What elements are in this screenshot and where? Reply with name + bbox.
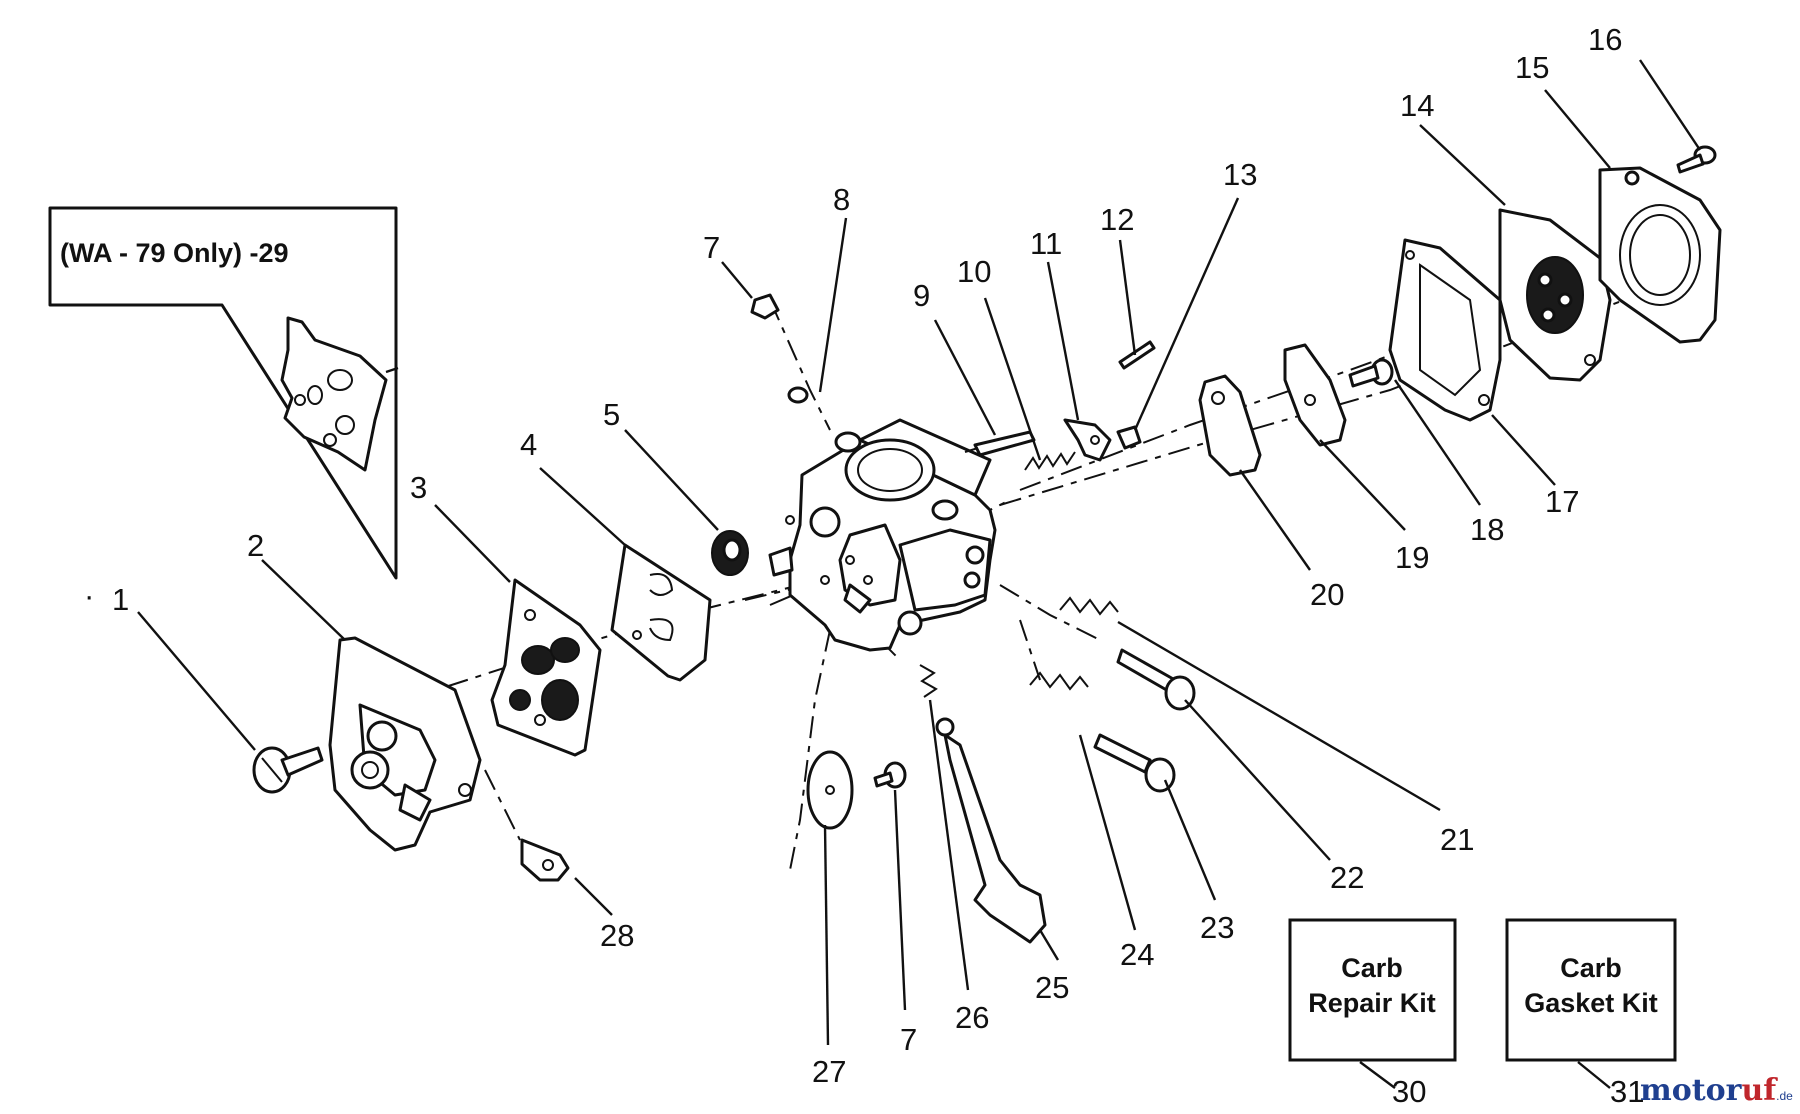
motoruf-watermark: motoruf.de	[1640, 1073, 1793, 1108]
part-21-spring	[1059, 596, 1119, 616]
callout-22: 22	[1330, 860, 1364, 895]
part-15-cover	[1598, 166, 1722, 344]
watermark-part2: uf	[1741, 1073, 1778, 1108]
inset-wa79-label: (WA - 79 Only) -29	[60, 238, 289, 268]
gasket-kit-line2: Gasket Kit	[1524, 988, 1658, 1018]
callout-3: 3	[410, 470, 427, 505]
callout-13: 13	[1223, 157, 1257, 192]
callout-11: 11	[1030, 226, 1062, 261]
part-29-gasket	[280, 316, 399, 472]
part-12-pin	[1118, 340, 1156, 370]
part-16-screw	[1676, 145, 1717, 174]
callout-1: 1	[112, 582, 129, 617]
inset-wa79-box: (WA - 79 Only) -29	[48, 206, 399, 580]
part-11-lever	[1063, 418, 1112, 462]
gasket-kit-line1: Carb	[1560, 953, 1622, 983]
callout-28: 28	[600, 918, 634, 953]
repair-kit-line2: Repair Kit	[1308, 988, 1436, 1018]
part-24-spring	[1029, 671, 1089, 691]
callout-2: 2	[247, 528, 264, 563]
repair-kit-line1: Carb	[1341, 953, 1403, 983]
part-14-metering-diaphragm	[1498, 208, 1612, 382]
callout-7-top: 7	[703, 230, 720, 265]
svg-text:motoruf.de: motoruf.de	[1640, 1073, 1793, 1108]
callout-5: 5	[603, 397, 620, 432]
callout-23: 23	[1200, 910, 1234, 945]
part-3-pump-gasket	[490, 578, 602, 757]
part-9-inlet-needle	[964, 430, 1036, 457]
part-4-pump-diaphragm	[610, 543, 712, 682]
part-20-lever-plate	[1198, 374, 1262, 477]
callout-24: 24	[1120, 937, 1154, 972]
part-27-throttle-plate	[806, 750, 854, 830]
callout-dot-marker: ·	[84, 578, 94, 613]
part-8-clip	[787, 386, 809, 404]
part-22-adjust-screw	[1116, 648, 1196, 711]
callout-25: 25	[1035, 970, 1069, 1005]
callout-30: 30	[1392, 1074, 1426, 1109]
watermark-suffix: .de	[1776, 1089, 1793, 1103]
part-17-metering-gasket	[1388, 238, 1502, 422]
carb-gasket-kit-box: Carb Gasket Kit	[1505, 918, 1677, 1062]
part-19-diaphragm-plate	[1283, 343, 1347, 447]
callouts: · 1 2 3 4 5 7 8 9 10 11 12 13 14 15 16 1…	[84, 22, 1644, 1109]
callout-4: 4	[520, 427, 537, 462]
callout-17: 17	[1545, 484, 1579, 519]
part-7-plate-screw	[873, 761, 907, 789]
part-10-spring	[1024, 451, 1076, 471]
callout-14: 14	[1400, 88, 1434, 123]
callout-9: 9	[913, 278, 930, 313]
part-5-inlet-screen	[711, 530, 749, 576]
leader-lines	[137, 59, 1701, 1089]
part-25-throttle-shaft	[935, 717, 1047, 944]
callout-18: 18	[1470, 512, 1504, 547]
callout-21: 21	[1440, 822, 1474, 857]
carburetor-body	[768, 418, 997, 652]
callout-8: 8	[833, 182, 850, 217]
part-28-screw	[520, 838, 570, 882]
part-13-screw	[1116, 425, 1142, 450]
carb-repair-kit-box: Carb Repair Kit	[1288, 918, 1457, 1062]
part-23-adjust-screw	[1093, 733, 1176, 793]
callout-20: 20	[1310, 577, 1344, 612]
watermark-part1: motor	[1640, 1073, 1743, 1108]
callout-26: 26	[955, 1000, 989, 1035]
part-18-screw	[1348, 358, 1394, 388]
callout-7-bottom: 7	[900, 1022, 917, 1057]
part-2-pump-cover	[328, 636, 482, 852]
callout-15: 15	[1515, 50, 1549, 85]
part-7-top-screw	[750, 293, 780, 320]
part-26-spring	[919, 664, 938, 698]
callout-16: 16	[1588, 22, 1622, 57]
callout-12: 12	[1100, 202, 1134, 237]
callout-10: 10	[957, 254, 991, 289]
part-1-screw	[252, 746, 324, 794]
callout-19: 19	[1395, 540, 1429, 575]
callout-27: 27	[812, 1054, 846, 1089]
callout-31: 31	[1610, 1074, 1644, 1109]
